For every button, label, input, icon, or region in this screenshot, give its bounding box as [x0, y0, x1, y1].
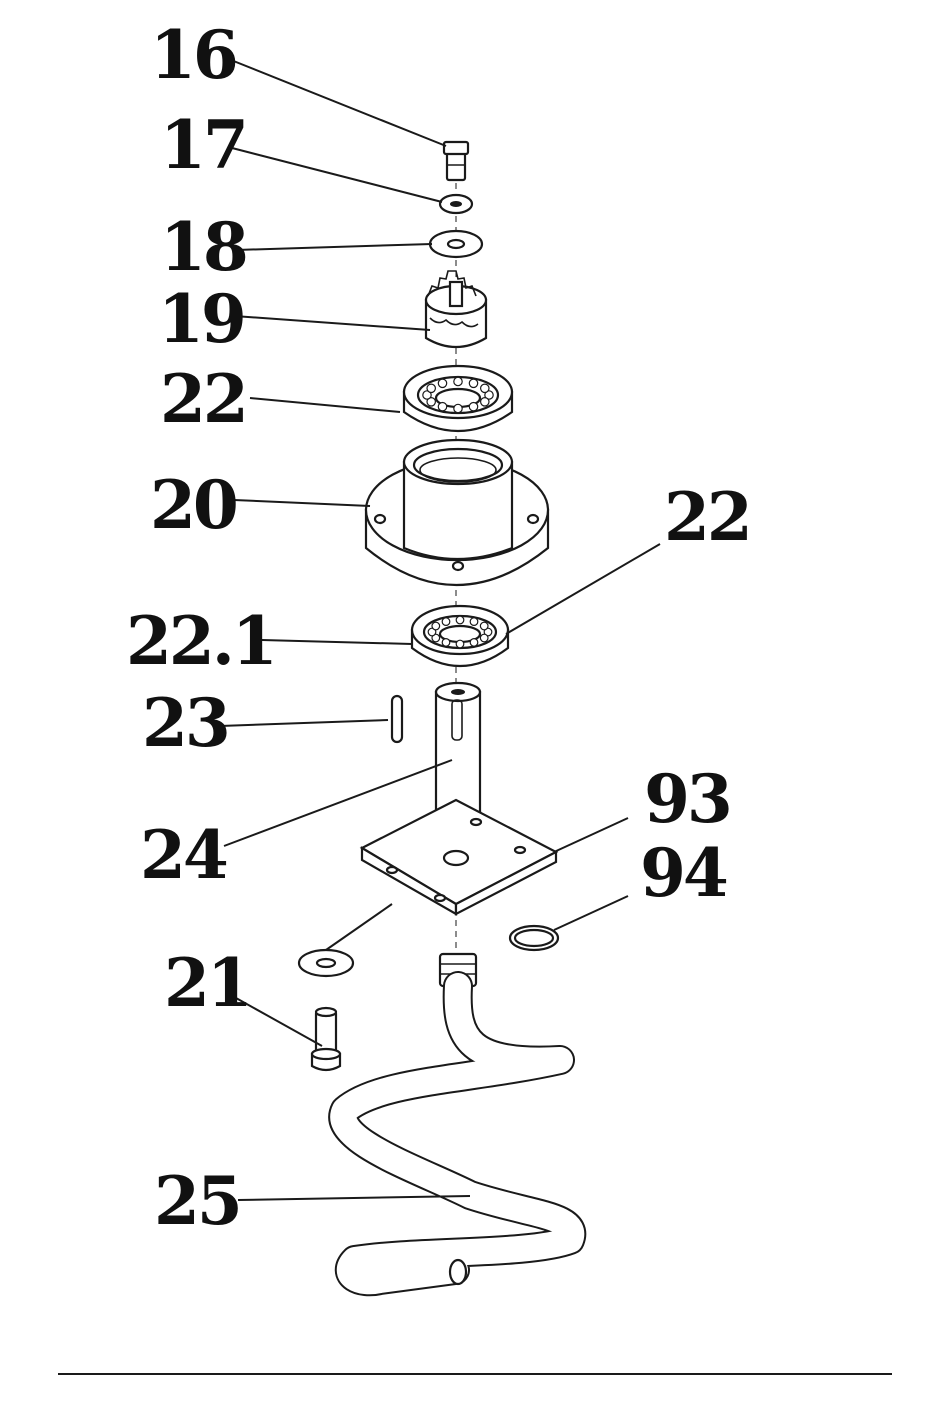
- bearing-ball: [481, 384, 489, 392]
- callout-22-upper: 22: [160, 360, 246, 438]
- callout-16: 16: [150, 16, 236, 94]
- part-22-lower-bearing: [412, 606, 508, 666]
- leader-17: [232, 148, 442, 202]
- callout-19: 19: [158, 280, 244, 358]
- bearing-ball: [480, 622, 488, 630]
- part-21-screw: [312, 1008, 340, 1070]
- part-25-spiral-hook: [343, 954, 571, 1284]
- part-20-flange-housing: [366, 440, 548, 585]
- bearing-ball: [469, 403, 477, 411]
- part-17-nut: [440, 195, 472, 213]
- callout-23: 23: [142, 684, 228, 762]
- leader-22-upper: [250, 398, 400, 412]
- callout-22-lower: 22: [664, 478, 750, 556]
- leader-23: [220, 720, 388, 726]
- callout-25: 25: [154, 1162, 240, 1240]
- callout-22-1: 22.1: [126, 602, 275, 680]
- bearing-ball: [481, 398, 489, 406]
- callout-17: 17: [160, 106, 246, 184]
- callout-21: 21: [164, 944, 250, 1022]
- leader-16: [226, 58, 446, 146]
- bearing-ball: [442, 639, 450, 647]
- leader-20: [234, 500, 370, 506]
- bearing-ball: [456, 616, 464, 624]
- bearing-ball: [442, 618, 450, 626]
- part-18-washer: [430, 231, 482, 257]
- bearing-ball: [480, 634, 488, 642]
- bearing-ball: [438, 403, 446, 411]
- bearing-ball: [470, 618, 478, 626]
- bearing-ball: [470, 639, 478, 647]
- leader-washer: [326, 904, 392, 950]
- bearing-ball: [432, 622, 440, 630]
- washer-under-plate: [299, 950, 353, 976]
- part-23-pin: [392, 696, 402, 742]
- bearing-ball: [427, 384, 435, 392]
- part-16-bolt: [444, 142, 468, 180]
- bearing-ball: [456, 640, 464, 648]
- leader-22-1: [262, 640, 412, 644]
- callout-93: 93: [644, 760, 730, 838]
- leader-18: [236, 244, 432, 250]
- part-93-mounting-plate: [362, 800, 556, 914]
- callout-94: 94: [640, 834, 727, 912]
- callout-18: 18: [160, 208, 246, 286]
- leader-93: [554, 818, 628, 852]
- leader-25: [238, 1196, 470, 1200]
- bearing-ball: [454, 404, 462, 412]
- leader-94: [554, 896, 628, 930]
- leader-19: [234, 316, 430, 330]
- part-94-o-ring: [510, 926, 558, 950]
- part-22-upper-bearing: [404, 366, 512, 431]
- bearing-ball: [454, 377, 462, 385]
- bearing-ball: [438, 379, 446, 387]
- bearing-ball: [469, 379, 477, 387]
- part-19-gear: [426, 271, 486, 347]
- callout-24: 24: [140, 816, 227, 894]
- callout-20: 20: [150, 466, 236, 544]
